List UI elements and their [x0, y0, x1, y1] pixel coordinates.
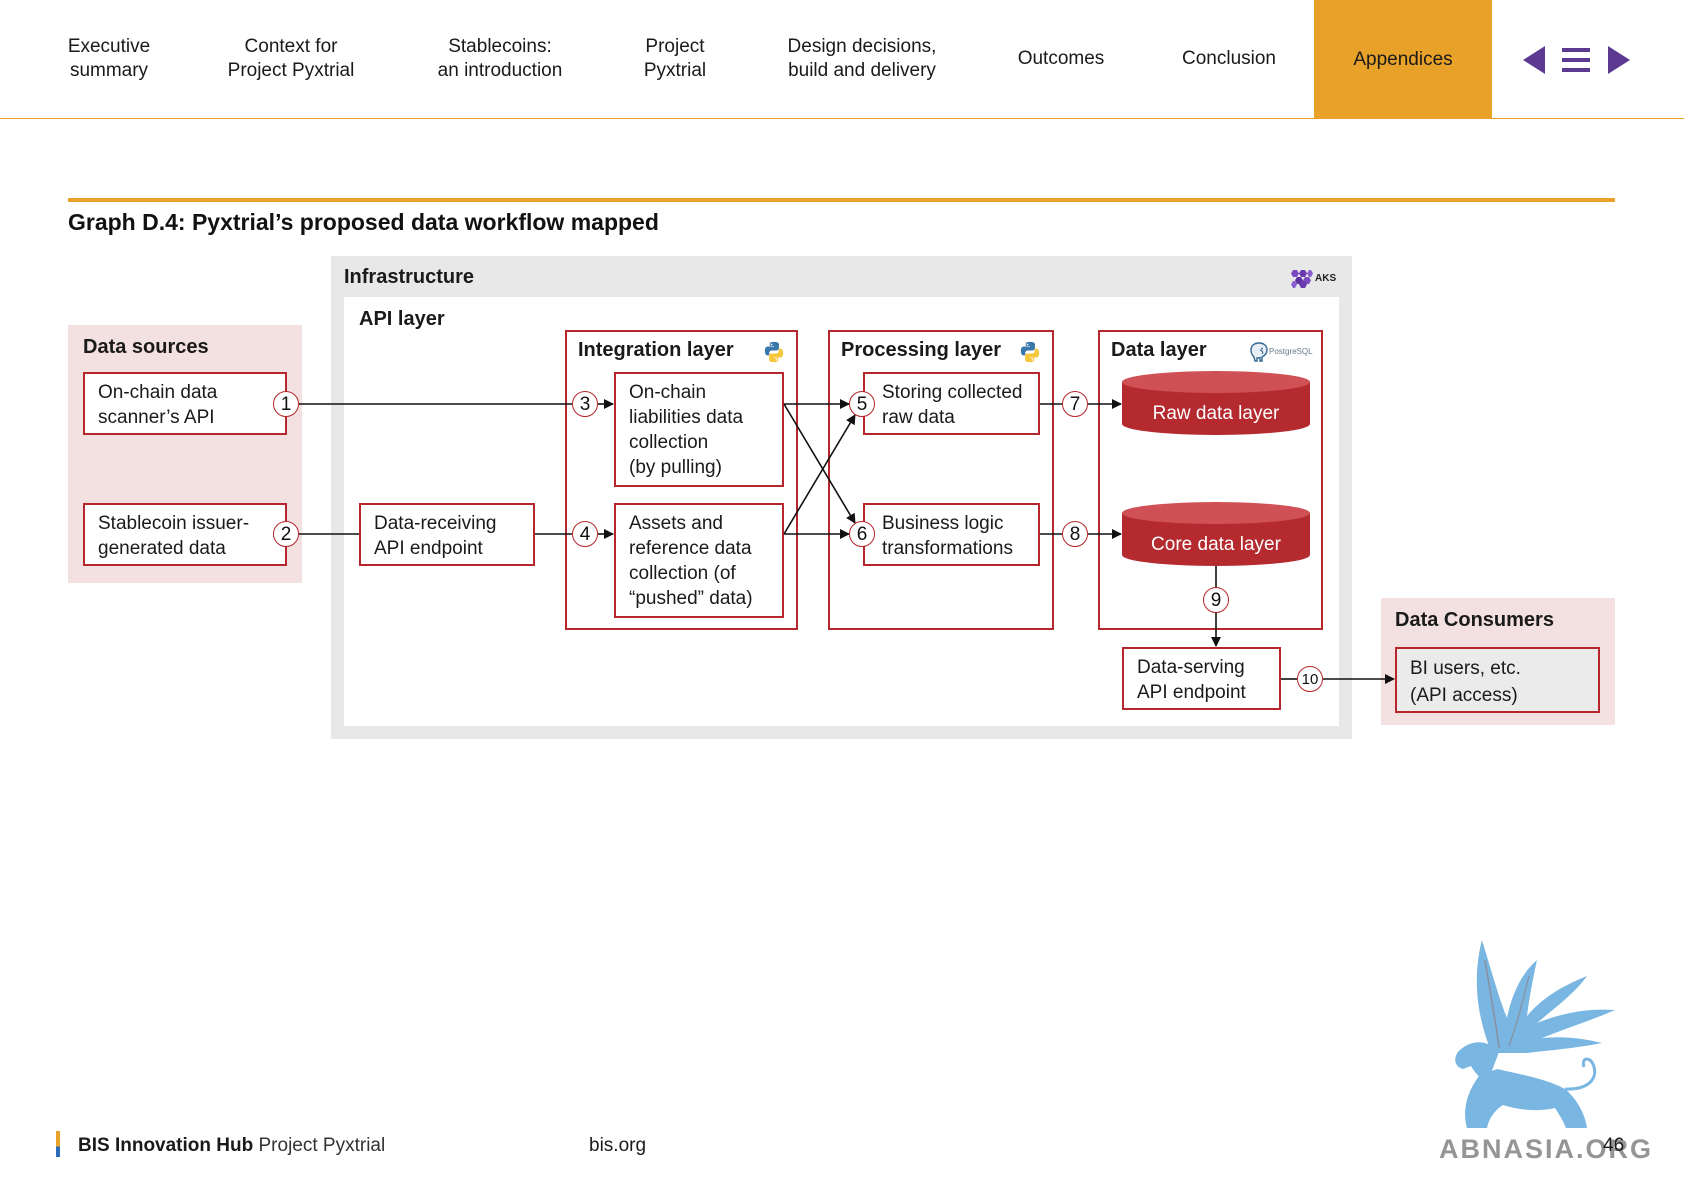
- step-marker-8: 8: [1062, 521, 1088, 547]
- next-page-icon[interactable]: [1608, 46, 1630, 74]
- graph-title: Graph D.4: Pyxtrial’s proposed data work…: [68, 209, 659, 235]
- step-marker-10: 10: [1297, 666, 1323, 692]
- box-text-line: collection (of: [629, 563, 736, 584]
- nav-item-label: Appendices: [1353, 48, 1453, 70]
- box-text-line: Data-serving: [1137, 657, 1245, 678]
- database-cylinder-shape: [1122, 502, 1310, 566]
- griffin-watermark-icon: [1455, 940, 1615, 1128]
- box-text-line: collection: [629, 432, 709, 453]
- step-marker-4: 4: [572, 521, 598, 547]
- postgresql-icon: [1250, 342, 1268, 362]
- processing-layer-label: Processing layer: [841, 339, 1002, 361]
- box-text-line: Data-receiving: [374, 513, 497, 534]
- footer-org: BIS Innovation Hub: [78, 1135, 254, 1156]
- data-sources-label: Data sources: [83, 336, 209, 358]
- data-receiving-endpoint-box: Data-receiving API endpoint: [359, 503, 535, 566]
- nav-item-label: Conclusion: [1182, 48, 1276, 69]
- box-text-line: BI users, etc.: [1410, 658, 1521, 679]
- nav-item-outcomes[interactable]: Outcomes: [1001, 0, 1121, 118]
- kubernetes-cluster-icon: [1291, 270, 1313, 288]
- step-marker-6: 6: [849, 521, 875, 547]
- nav-item-context[interactable]: Context for Project Pyxtrial: [206, 0, 376, 118]
- title-rule: [68, 198, 1615, 202]
- box-text-line: Storing collected: [882, 382, 1023, 403]
- nav-item-executive-summary[interactable]: Executive summary: [49, 0, 169, 118]
- postgresql-logo-text: PostgreSQL: [1269, 347, 1313, 356]
- footer-accent-bar: [56, 1131, 60, 1157]
- box-text-line: Stablecoin issuer-: [98, 513, 250, 534]
- api-layer-label: API layer: [359, 308, 445, 330]
- assets-reference-data-box: Assets and reference data collection (of…: [614, 503, 784, 618]
- storing-raw-data-box: Storing collected raw data: [863, 372, 1040, 435]
- box-text-line: API endpoint: [374, 538, 483, 559]
- page-number: 46: [1603, 1135, 1625, 1156]
- nav-item-label: Outcomes: [1017, 48, 1105, 69]
- on-chain-scanner-box: On-chain data scanner’s API: [83, 372, 287, 435]
- nav-item-label: Project Pyxtrial: [227, 60, 355, 81]
- nav-item-design-decisions[interactable]: Design decisions, build and delivery: [767, 0, 957, 118]
- database-cylinder-shape: [1122, 371, 1310, 435]
- step-marker-7: 7: [1062, 391, 1088, 417]
- watermark-text: ABNASIA.ORG: [1439, 1134, 1654, 1164]
- on-chain-liabilities-box: On-chain liabilities data collection (by…: [614, 372, 784, 487]
- box-text-line: liabilities data: [629, 407, 744, 428]
- box-text-line: On-chain data: [98, 382, 218, 403]
- integration-layer-label: Integration layer: [578, 339, 734, 361]
- box-text-line: Business logic: [882, 513, 1004, 534]
- box-text-line: generated data: [98, 538, 226, 559]
- aks-badge: AKS: [1289, 269, 1341, 289]
- data-layer-label: Data layer: [1111, 339, 1207, 361]
- python-icon: [1020, 341, 1040, 363]
- core-data-layer-label: Core data layer: [1151, 534, 1281, 555]
- box-text-line: “pushed” data): [629, 588, 753, 609]
- step-marker-1: 1: [273, 391, 299, 417]
- box-text-line: raw data: [882, 407, 955, 428]
- python-icon: [764, 341, 784, 363]
- footer-publication: BIS Innovation Hub Project Pyxtrial: [78, 1134, 385, 1158]
- bi-users-box: BI users, etc. (API access): [1395, 647, 1600, 713]
- nav-item-label: Pyxtrial: [643, 60, 707, 81]
- stablecoin-issuer-box: Stablecoin issuer- generated data: [83, 503, 287, 566]
- box-text-line: On-chain: [629, 382, 707, 403]
- business-logic-box: Business logic transformations: [863, 503, 1040, 566]
- nav-item-appendices[interactable]: Appendices: [1314, 0, 1492, 119]
- raw-data-layer-label: Raw data layer: [1152, 403, 1280, 424]
- data-serving-endpoint-box: Data-serving API endpoint: [1122, 647, 1281, 710]
- nav-item-project-pyxtrial[interactable]: Project Pyxtrial: [625, 0, 725, 118]
- nav-item-label: summary: [69, 60, 149, 81]
- nav-item-label: an introduction: [437, 60, 563, 81]
- footer-site-link[interactable]: bis.org: [589, 1135, 647, 1156]
- step-marker-2: 2: [273, 521, 299, 547]
- data-consumers-label: Data Consumers: [1395, 609, 1554, 631]
- aks-label: AKS: [1315, 273, 1337, 284]
- box-text-line: API endpoint: [1137, 682, 1246, 703]
- footer-project: Project Pyxtrial: [258, 1135, 386, 1156]
- nav-item-label: build and delivery: [788, 60, 936, 81]
- postgresql-logo: PostgreSQL: [1248, 341, 1313, 363]
- nav-item-stablecoins[interactable]: Stablecoins: an introduction: [415, 0, 585, 118]
- nav-item-label: Stablecoins:: [448, 36, 552, 57]
- raw-data-layer-store: Raw data layer: [1122, 371, 1310, 435]
- menu-icon[interactable]: [1562, 48, 1590, 72]
- box-text-line: (API access): [1410, 685, 1518, 706]
- nav-item-label: Project: [645, 36, 705, 57]
- step-marker-5: 5: [849, 391, 875, 417]
- nav-item-label: Design decisions,: [787, 36, 937, 57]
- core-data-layer-store: Core data layer: [1122, 502, 1310, 566]
- nav-item-conclusion[interactable]: Conclusion: [1164, 0, 1294, 118]
- step-marker-3: 3: [572, 391, 598, 417]
- box-text-line: Assets and: [629, 513, 723, 534]
- previous-page-icon[interactable]: [1523, 46, 1545, 74]
- infrastructure-label: Infrastructure: [344, 266, 475, 288]
- nav-item-label: Context for: [244, 36, 338, 57]
- box-text-line: reference data: [629, 538, 752, 559]
- step-marker-9: 9: [1203, 587, 1229, 613]
- nav-item-label: Executive: [67, 36, 151, 57]
- box-text-line: transformations: [882, 538, 1013, 559]
- top-navigation: Executive summary Context for Project Py…: [0, 0, 1684, 119]
- box-text-line: scanner’s API: [98, 407, 215, 428]
- box-text-line: (by pulling): [629, 457, 722, 478]
- nav-controls: [1520, 44, 1634, 76]
